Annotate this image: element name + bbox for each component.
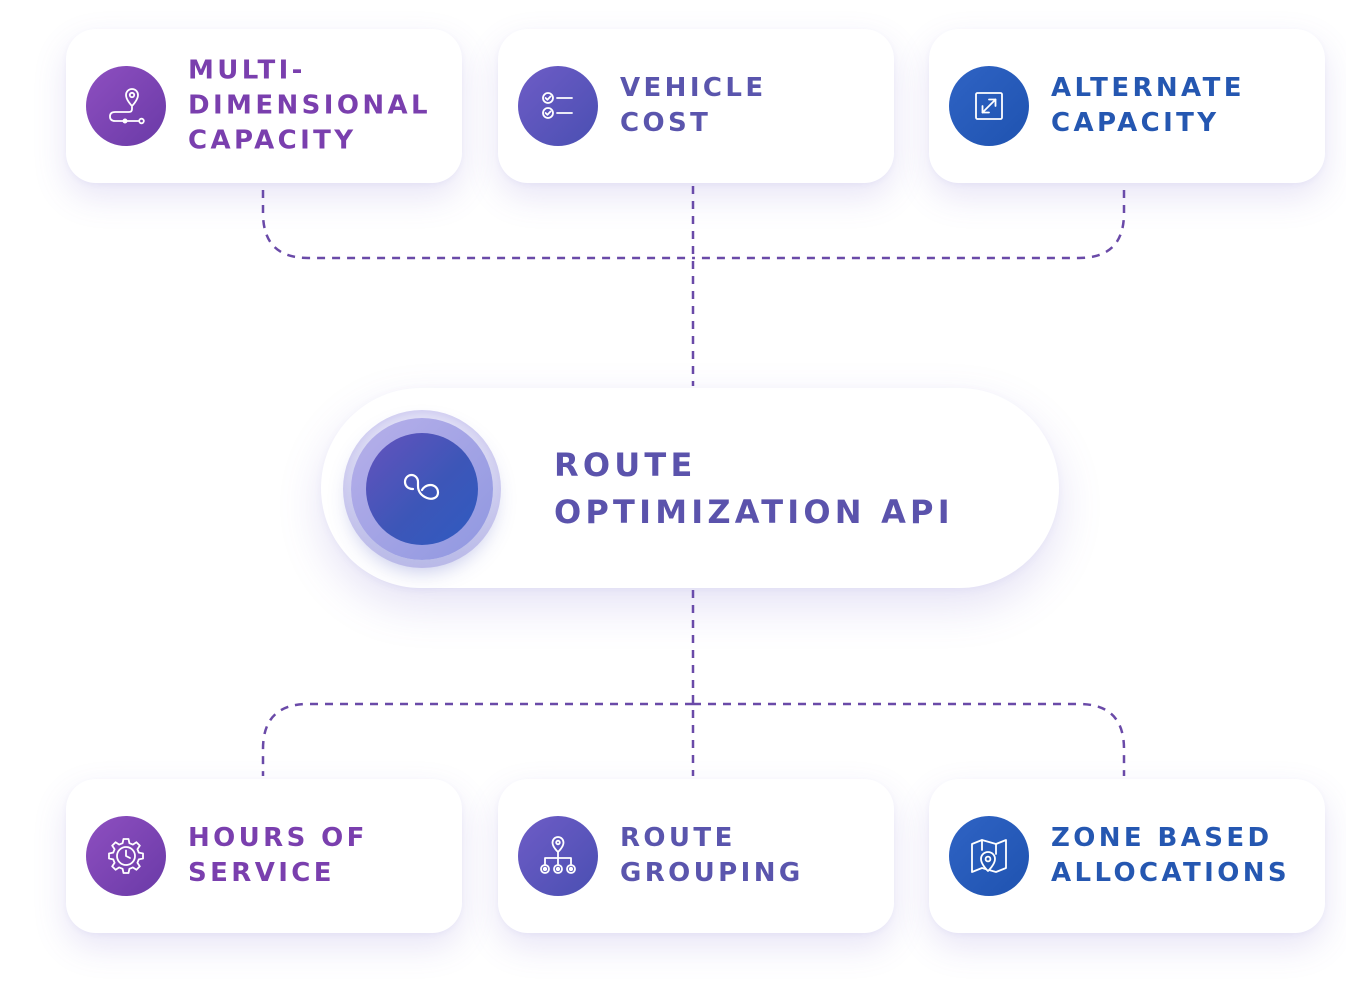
route-pin-icon: [86, 66, 166, 146]
bottom-connector-left: [261, 702, 693, 776]
card-label: ZONE BASED ALLOCATIONS: [1051, 823, 1291, 888]
card-alternate-capacity: ALTERNATE CAPACITY: [929, 29, 1325, 183]
card-zone-based-allocations: ZONE BASED ALLOCATIONS: [929, 779, 1325, 933]
pin-hierarchy-icon: [518, 816, 598, 896]
card-multi-dimensional-capacity: MULTI- DIMENSIONAL CAPACITY: [66, 29, 462, 183]
route-optimization-api-card: ROUTE OPTIMIZATION API: [321, 388, 1059, 588]
card-label: VEHICLE COST: [620, 73, 767, 138]
card-hours-of-service: HOURS OF SERVICE: [66, 779, 462, 933]
card-label: MULTI- DIMENSIONAL CAPACITY: [188, 55, 432, 156]
card-label: HOURS OF SERVICE: [188, 823, 368, 888]
checklist-icon: [518, 66, 598, 146]
top-connector-left: [261, 190, 693, 260]
card-label: ROUTE GROUPING: [620, 823, 804, 888]
infinity-route-icon: [366, 433, 478, 545]
bottom-connector-right: [693, 702, 1126, 776]
top-connector-right: [693, 190, 1126, 260]
card-route-grouping: ROUTE GROUPING: [498, 779, 894, 933]
resize-arrows-icon: [949, 66, 1029, 146]
center-title: ROUTE OPTIMIZATION API: [554, 446, 954, 531]
card-vehicle-cost: VEHICLE COST: [498, 29, 894, 183]
card-label: ALTERNATE CAPACITY: [1051, 73, 1245, 138]
map-pin-icon: [949, 816, 1029, 896]
gear-clock-icon: [86, 816, 166, 896]
